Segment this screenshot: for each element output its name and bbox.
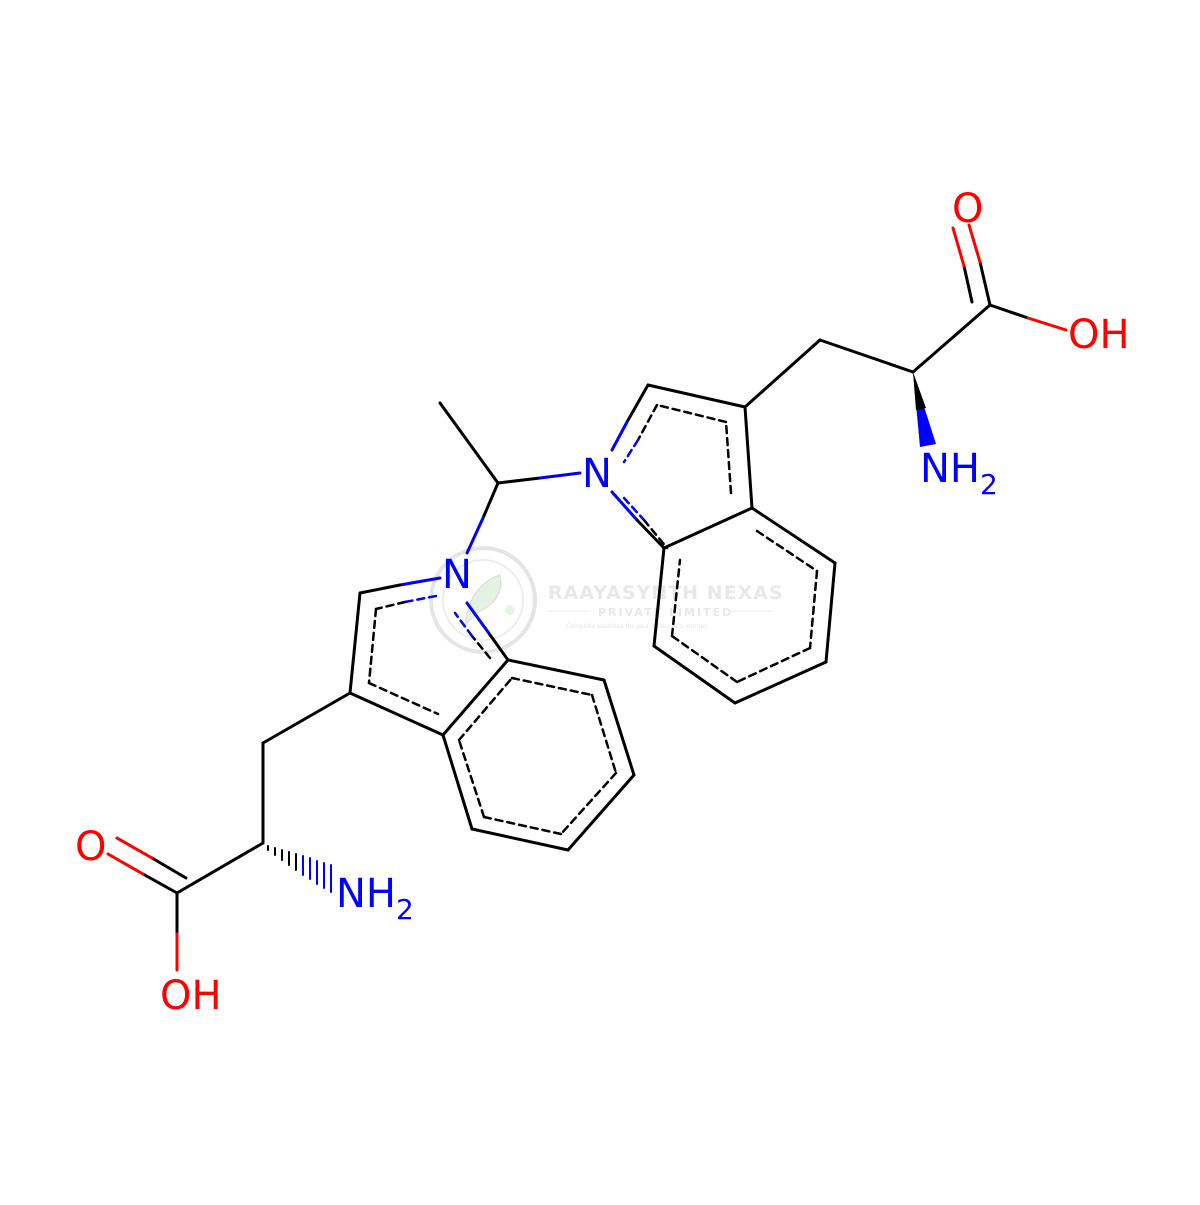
upper-amino-acid-chain: O OH NH2 xyxy=(743,186,1130,501)
watermark-subtitle: PRIVATE LIMITED xyxy=(598,606,733,619)
lower-hydroxyl: OH xyxy=(160,973,222,1019)
lower-amine: NH2 xyxy=(336,871,414,926)
lower-amino-acid-chain: O OH NH2 xyxy=(75,691,414,1019)
hashed-wedge xyxy=(267,845,332,893)
watermark-title: RAAYASYNTH NEXAS xyxy=(548,582,784,604)
watermark-logo: RAAYASYNTH NEXAS PRIVATE LIMITED Complet… xyxy=(429,546,784,654)
upper-carbonyl-oxygen: O xyxy=(952,186,983,232)
watermark-tagline: Complete solutions for your molecule's j… xyxy=(566,623,708,630)
ethylidene-bridge xyxy=(438,401,582,555)
upper-hydroxyl: OH xyxy=(1068,312,1130,358)
lower-indole: N xyxy=(348,552,636,852)
lower-nitrogen-label: N xyxy=(442,552,472,598)
upper-nitrogen-label: N xyxy=(582,451,612,497)
upper-indole: N xyxy=(582,383,837,705)
watermark-emblem-icon xyxy=(429,546,537,654)
upper-amine: NH2 xyxy=(920,446,998,501)
lower-carbonyl-oxygen: O xyxy=(75,824,106,870)
